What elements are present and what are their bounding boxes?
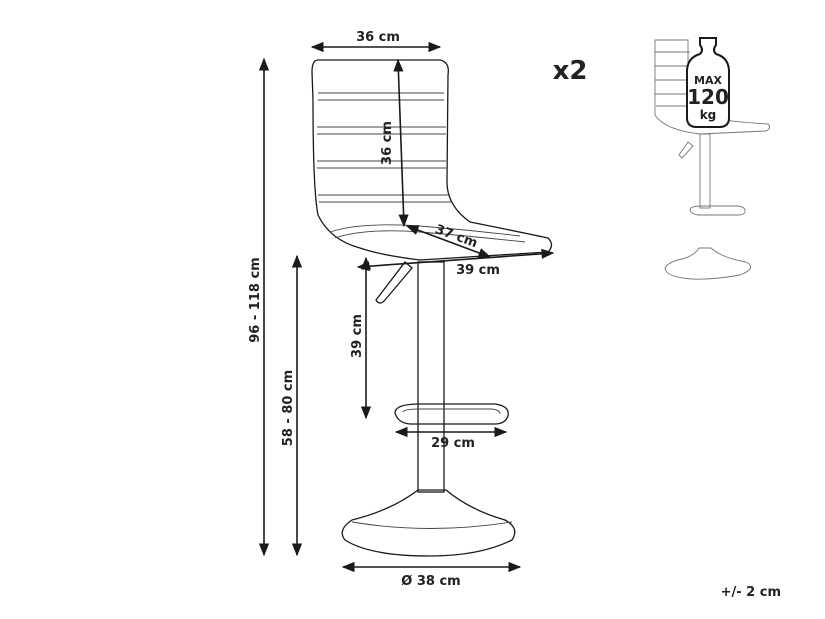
seat-width-label: 36 cm: [356, 30, 400, 45]
backrest-height-dimension: [393, 58, 409, 228]
gas-lever: [375, 261, 413, 304]
dimension-labels: 36 cm 36 cm 37 cm 39 cm 39 cm 29 cm Ø 38…: [248, 30, 500, 589]
max-load-value: 120: [687, 85, 729, 109]
max-load-label: MAX: [694, 74, 722, 87]
backrest-outline: [311, 59, 553, 261]
base-diameter-label: Ø 38 cm: [401, 574, 460, 589]
total-height-label: 96 - 118 cm: [248, 257, 263, 342]
seat-to-footrest-label: 39 cm: [350, 314, 365, 358]
tolerance-note: +/- 2 cm: [721, 585, 781, 600]
weight-icon: MAX 120 kg: [685, 37, 731, 128]
stool-illustration: [311, 59, 553, 557]
seat-height-label: 58 - 80 cm: [281, 370, 296, 446]
gas-column: [417, 261, 445, 493]
seat-depth-label: 37 cm: [433, 222, 479, 251]
seat-diagonal-label: 39 cm: [456, 263, 500, 278]
seat-width-diagonal-dimension: [356, 248, 555, 272]
base-cone: [341, 489, 516, 557]
quantity-label: x2: [553, 56, 588, 86]
dimension-lines: [258, 41, 555, 573]
footrest-ring: [394, 403, 509, 425]
footrest-label: 29 cm: [431, 436, 475, 451]
backrest-height-label: 36 cm: [380, 121, 395, 165]
max-load-unit: kg: [700, 108, 717, 122]
backrest-stitching: [317, 92, 526, 243]
